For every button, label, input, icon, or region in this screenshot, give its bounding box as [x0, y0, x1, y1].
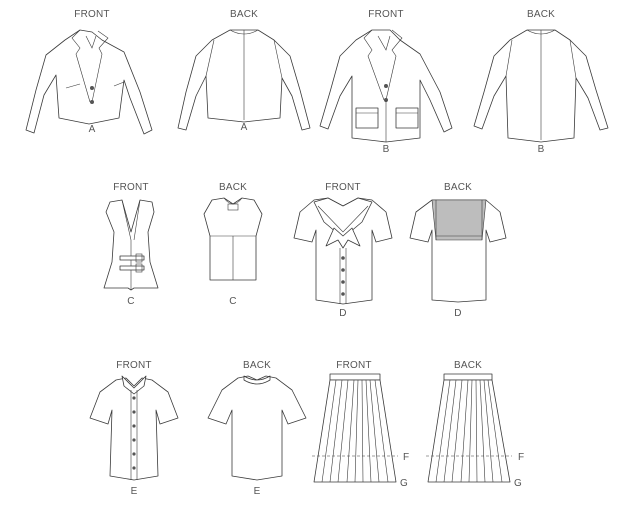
view-heading: BACK [243, 360, 271, 371]
view-heading: FRONT [113, 182, 148, 193]
shirt-e-front-drawing [89, 375, 179, 481]
vest-c-front-drawing [103, 199, 159, 291]
skirt-fg-back-drawing [426, 373, 512, 483]
view-b-back: BACK B [473, 9, 609, 155]
view-heading: BACK [454, 360, 482, 371]
view-d-back: BACK D [409, 182, 507, 319]
view-letter: D [339, 308, 346, 319]
view-b-front: FRONT B [319, 9, 453, 155]
view-fg-front: FRONT F G [312, 360, 409, 489]
view-letter: E [254, 486, 261, 497]
view-heading: BACK [527, 9, 555, 20]
view-a-front: FRONT A [25, 9, 153, 135]
view-letter: C [127, 296, 134, 307]
length-mark-g: G [514, 478, 522, 489]
view-c-front: FRONT C [103, 182, 159, 307]
view-c-back: BACK C [203, 182, 263, 307]
view-letter: D [454, 308, 461, 319]
length-mark-f: F [403, 452, 409, 463]
view-heading: BACK [219, 182, 247, 193]
view-letter: C [229, 296, 236, 307]
vest-c-back-drawing [203, 197, 263, 281]
view-heading: FRONT [325, 182, 360, 193]
blouse-d-front-drawing [293, 197, 393, 305]
view-a-back: BACK A [177, 9, 311, 133]
jacket-a-back-drawing [177, 29, 311, 131]
view-heading: FRONT [336, 360, 371, 371]
view-letter: B [383, 144, 390, 155]
view-heading: FRONT [368, 9, 403, 20]
view-letter: A [241, 122, 248, 133]
view-letter: B [538, 144, 545, 155]
jacket-a-front-drawing [25, 29, 153, 135]
view-heading: FRONT [74, 9, 109, 20]
skirt-fg-front-drawing [312, 373, 398, 483]
jacket-b-front-drawing [319, 29, 453, 143]
view-letter: E [131, 486, 138, 497]
jacket-b-back-drawing [473, 29, 609, 143]
length-mark-g: G [400, 478, 408, 489]
blouse-d-back-drawing [409, 199, 507, 303]
view-heading: FRONT [116, 360, 151, 371]
view-e-back: BACK E [207, 360, 307, 497]
view-heading: BACK [230, 9, 258, 20]
view-heading: BACK [444, 182, 472, 193]
length-mark-f: F [518, 452, 524, 463]
view-d-front: FRONT D [293, 182, 393, 319]
shirt-e-back-drawing [207, 375, 307, 481]
view-e-front: FRONT E [89, 360, 179, 497]
view-fg-back: BACK F G [426, 360, 524, 489]
view-letter: A [89, 124, 96, 135]
